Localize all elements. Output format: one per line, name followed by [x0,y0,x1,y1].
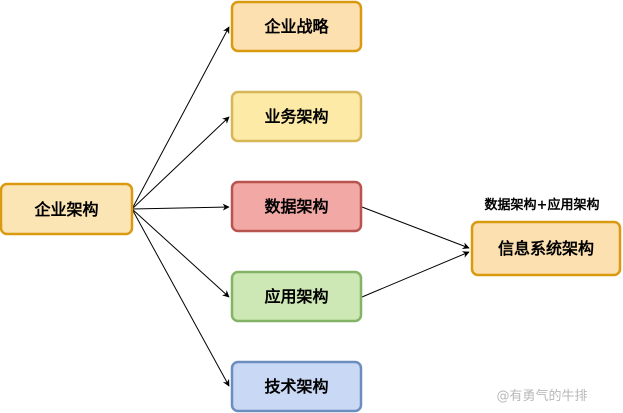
node-technology-architecture: 技术架构 [230,360,363,413]
node-information-system-architecture-label: 信息系统架构 [498,239,594,258]
node-business-architecture-label: 业务架构 [264,107,328,126]
edge-data-infosys [361,206,470,250]
node-business-architecture: 业务架构 [230,90,363,143]
edge-enterprise-data [131,203,230,211]
infosys-composition-label: 数据架构+应用架构 [485,197,600,213]
node-enterprise-strategy-border [230,0,363,53]
node-technology-architecture-box [232,362,361,411]
watermark: @有勇气的牛排 [496,388,587,404]
node-enterprise-architecture-label: 企业架构 [33,200,98,219]
node-data-architecture-label: 数据架构 [264,197,328,216]
edge-enterprise-business [131,116,230,210]
node-application-architecture-box [232,272,361,321]
node-application-architecture-border [230,270,363,323]
node-data-architecture-border [230,180,363,233]
node-data-architecture: 数据架构 [230,180,363,233]
node-technology-architecture-label: 技术架构 [264,377,328,396]
node-enterprise-strategy: 企业战略 [230,0,363,53]
node-information-system-architecture: 信息系统架构 [470,220,622,277]
node-information-system-architecture-border [470,220,622,277]
node-enterprise-strategy-label: 企业战略 [263,17,329,36]
edge-application-infosys [361,251,470,298]
node-technology-architecture-border [230,360,363,413]
node-business-architecture-border [230,90,363,143]
node-enterprise-strategy-box [232,2,361,51]
node-enterprise-architecture: 企业架构 [0,182,134,236]
node-information-system-architecture-box [472,222,620,275]
node-data-architecture-box [232,182,361,231]
node-enterprise-architecture-border [0,182,134,236]
node-business-architecture-box [232,92,361,141]
node-application-architecture-label: 应用架构 [264,287,328,306]
node-application-architecture: 应用架构 [230,270,363,323]
edge-enterprise-application [131,208,230,298]
edges [131,26,470,387]
edge-enterprise-strategy [131,26,230,210]
node-enterprise-architecture-box [1,184,132,234]
edge-enterprise-technology [131,208,230,387]
